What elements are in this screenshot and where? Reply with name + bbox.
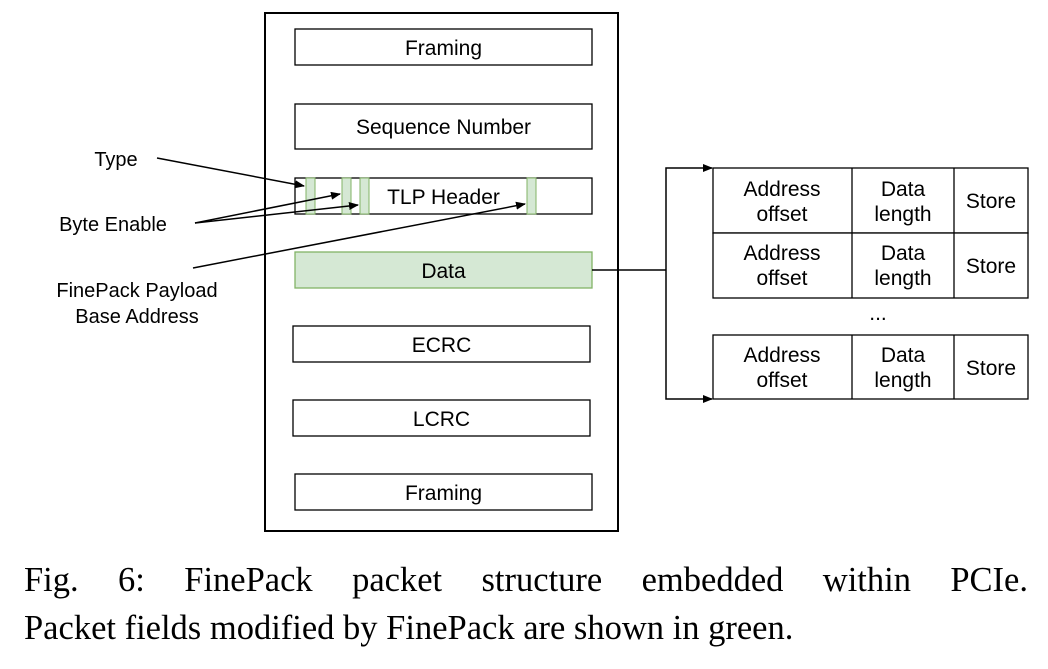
framing-bottom-field: Framing — [294, 473, 593, 511]
lcrc-field: LCRC — [292, 399, 591, 437]
data-label: Data — [421, 260, 466, 283]
address-offset-cell-line1: Address — [743, 178, 820, 201]
data-length-cell-line2: length — [874, 203, 931, 226]
tlp-header-label: TLP Header — [387, 186, 500, 209]
sequence-number-label: Sequence Number — [356, 116, 531, 139]
store-cell: Store — [966, 255, 1016, 278]
data-length-cell-line1: Data — [881, 242, 926, 265]
type-annotation: Type — [94, 149, 137, 171]
data-length-cell-line2: length — [874, 267, 931, 290]
ecrc-label: ECRC — [412, 334, 472, 357]
address-offset-cell-line2: offset — [757, 267, 808, 290]
sequence-number-field: Sequence Number — [294, 103, 593, 150]
framing-bottom-label: Framing — [405, 482, 482, 505]
subpacket-row: Address offset Data length Store — [712, 167, 1029, 234]
address-offset-cell-line1: Address — [743, 242, 820, 265]
connector-arrow-top — [665, 164, 713, 270]
data-field: Data — [294, 251, 593, 289]
address-offset-cell-line2: offset — [757, 369, 808, 392]
connector-arrow-bottom — [665, 270, 713, 403]
lcrc-label: LCRC — [413, 408, 470, 431]
data-length-cell-line1: Data — [881, 178, 926, 201]
store-cell: Store — [966, 357, 1016, 380]
store-cell: Store — [966, 190, 1016, 213]
caption-line-1: Fig. 6: FinePack packet structure embedd… — [24, 561, 1028, 599]
byte-enable-subfield-2 — [359, 177, 370, 215]
payload-base-annotation-line1: FinePack Payload — [56, 280, 217, 302]
address-offset-cell-line2: offset — [757, 203, 808, 226]
byte-enable-arrow-1 — [194, 191, 341, 224]
pcie-packet-container — [264, 12, 619, 532]
tlp-header-field: TLP Header — [294, 177, 593, 215]
type-arrow — [156, 157, 305, 189]
address-offset-cell-line1: Address — [743, 344, 820, 367]
payload-base-address-subfield — [526, 177, 537, 215]
figure-caption: Fig. 6: FinePack packet structure embedd… — [24, 556, 1028, 652]
byte-enable-annotation: Byte Enable — [59, 214, 167, 236]
subpacket-row: Address offset Data length Store — [712, 232, 1029, 299]
subpacket-row: Address offset Data length Store — [712, 334, 1029, 400]
table-ellipsis: ... — [869, 302, 887, 325]
caption-line-2: Packet fields modified by FinePack are s… — [24, 609, 794, 647]
type-subfield — [305, 177, 316, 215]
framing-top-label: Framing — [405, 37, 482, 60]
framing-top-field: Framing — [294, 28, 593, 66]
payload-base-annotation-line2: Base Address — [75, 306, 198, 328]
ecrc-field: ECRC — [292, 325, 591, 363]
byte-enable-subfield-1 — [341, 177, 352, 215]
payload-base-arrow — [192, 201, 526, 269]
data-length-cell-line2: length — [874, 369, 931, 392]
byte-enable-arrow-2 — [194, 202, 359, 224]
data-length-cell-line1: Data — [881, 344, 926, 367]
